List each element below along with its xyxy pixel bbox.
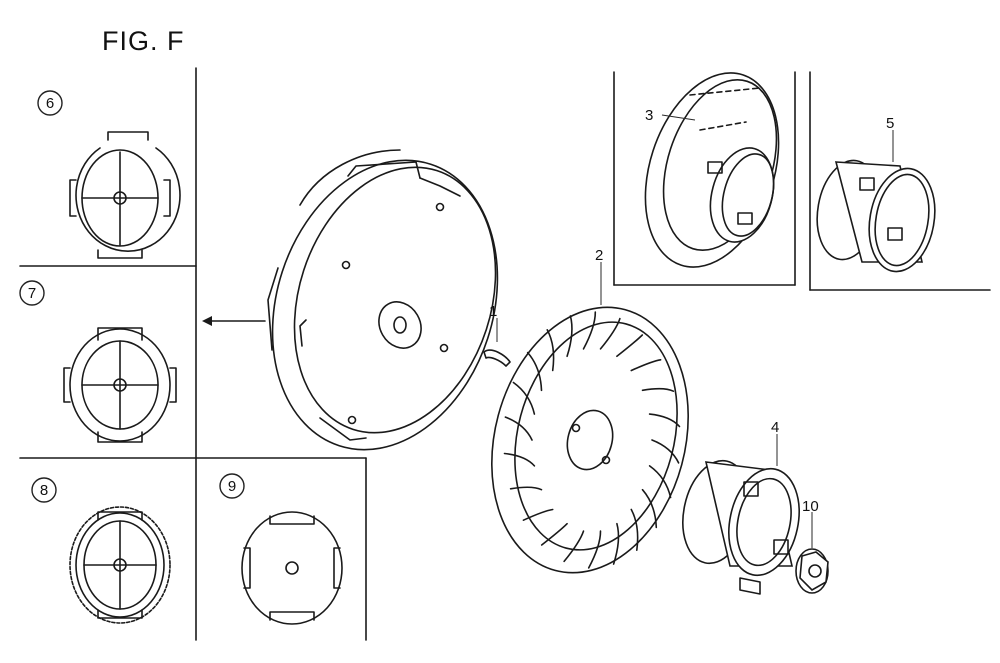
callout-6-label: 6 — [46, 95, 54, 112]
part-1-drawing — [483, 318, 511, 367]
callout-5: 5 — [886, 115, 894, 132]
fan-fin — [546, 329, 555, 372]
part-6-drawing — [69, 131, 181, 259]
fan-fin — [616, 334, 644, 358]
fan-fin — [641, 387, 675, 392]
fan-fin — [566, 315, 573, 358]
fan-fin — [582, 311, 597, 350]
fan-fin — [630, 359, 662, 372]
callout-7-label: 7 — [28, 285, 36, 302]
fan-fin — [651, 439, 680, 464]
fan-fin — [526, 351, 543, 392]
part-5-drawing — [816, 130, 936, 273]
fan-fin — [630, 508, 639, 551]
callout-3-label: 3 — [645, 107, 653, 124]
callout-4-label: 4 — [771, 419, 779, 436]
fan-fin — [509, 486, 543, 491]
callout-2-label: 2 — [595, 247, 603, 264]
callout-1-label: 1 — [489, 303, 497, 320]
part-10-drawing — [795, 512, 829, 594]
callout-3: 3 — [645, 107, 653, 124]
part-9-drawing — [241, 511, 343, 625]
callout-9: 9 — [219, 473, 245, 499]
figure-title: FIG. F — [102, 26, 185, 56]
fan-fin — [512, 381, 536, 415]
callout-1: 1 — [489, 303, 497, 320]
fan-fin — [587, 530, 602, 569]
arrow-indicator — [202, 316, 266, 326]
callout-7: 7 — [19, 280, 45, 306]
fan-fin — [504, 416, 533, 441]
callout-8-label: 8 — [40, 482, 48, 499]
callout-4: 4 — [771, 419, 779, 436]
fan-fin — [522, 508, 554, 521]
part-7-drawing — [63, 327, 177, 443]
fan-fin — [503, 452, 536, 467]
callout-5-label: 5 — [886, 115, 894, 132]
callout-2: 2 — [595, 247, 603, 264]
fan-fin — [648, 465, 672, 499]
fan-fin — [612, 522, 620, 565]
callout-10: 10 — [802, 498, 819, 515]
part-4-drawing — [682, 434, 800, 595]
panel-frame — [19, 67, 367, 641]
part-2-drawing — [491, 262, 689, 574]
part-3-drawing — [644, 72, 780, 268]
callout-6: 6 — [37, 90, 63, 116]
fan-fin — [540, 522, 568, 546]
fan-fin — [648, 413, 681, 428]
fan-fin — [563, 530, 585, 563]
fan-fin — [641, 488, 658, 529]
pulley-housing-drawing — [267, 149, 499, 451]
panel-frame-right — [613, 71, 991, 291]
callout-9-label: 9 — [228, 478, 236, 495]
callout-10-label: 10 — [802, 498, 819, 515]
fan-fin — [599, 317, 621, 350]
part-8-drawing — [69, 506, 171, 624]
callout-8: 8 — [31, 477, 57, 503]
